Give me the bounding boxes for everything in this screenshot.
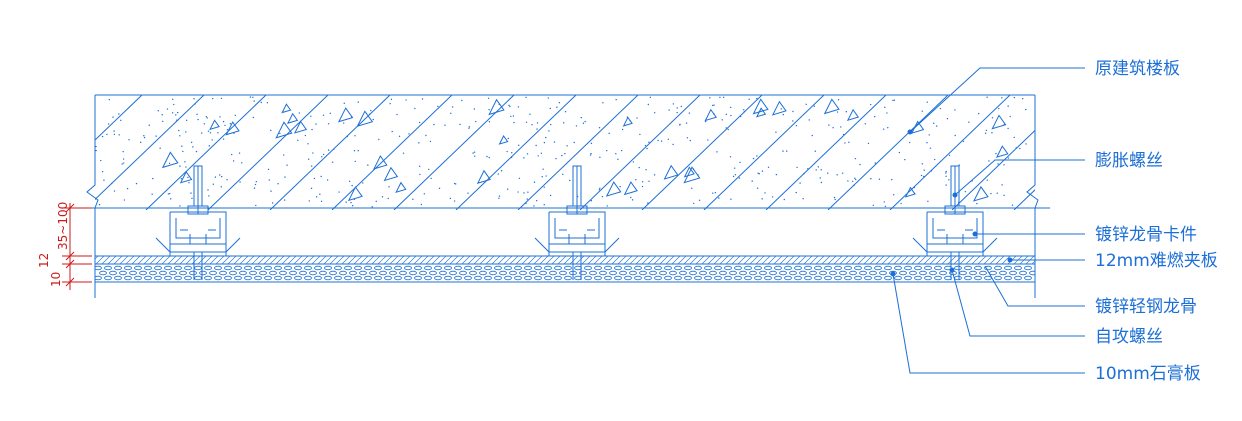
dim-board-12: 12 xyxy=(37,253,51,268)
label-gypsum-board: 10mm石膏板 xyxy=(1095,363,1201,384)
gypsum-board xyxy=(95,265,1035,283)
dimension-chain: 35~100 12 10 xyxy=(37,202,92,290)
label-keel-clip: 镀锌龙骨卡件 xyxy=(1095,225,1197,245)
dim-board-10: 10 xyxy=(49,272,63,287)
hanger-assembly xyxy=(534,165,620,280)
dim-gap: 35~100 xyxy=(56,202,70,250)
label-expansion-bolt: 膨胀螺丝 xyxy=(1095,151,1163,171)
keel-clip-icon xyxy=(548,211,606,245)
label-light-steel-keel: 镀锌轻钢龙骨 xyxy=(1095,297,1197,317)
hanger-assembly xyxy=(155,165,241,280)
leader-expansion-bolt xyxy=(954,159,1085,196)
label-fire-board: 12mm难燃夹板 xyxy=(1095,251,1218,271)
leader-lines xyxy=(890,67,1085,374)
floor-slab xyxy=(80,94,1050,210)
hanger-assembly xyxy=(912,165,998,280)
light-steel-keel-icon xyxy=(912,237,998,253)
label-floor-slab: 原建筑楼板 xyxy=(1095,59,1180,79)
light-steel-keel-icon xyxy=(155,237,241,253)
light-steel-keel-icon xyxy=(534,237,620,253)
leader-light-steel-keel xyxy=(984,265,1085,307)
leader-floor-slab xyxy=(909,67,1085,133)
leader-gypsum-board xyxy=(892,273,1085,374)
fire-retardant-plywood xyxy=(95,255,1035,265)
leader-self-tapping-screw xyxy=(951,269,1085,337)
keel-clip-icon xyxy=(926,211,984,245)
keel-clip-icon xyxy=(169,211,227,245)
label-self-tapping-screw: 自攻螺丝 xyxy=(1095,327,1163,347)
